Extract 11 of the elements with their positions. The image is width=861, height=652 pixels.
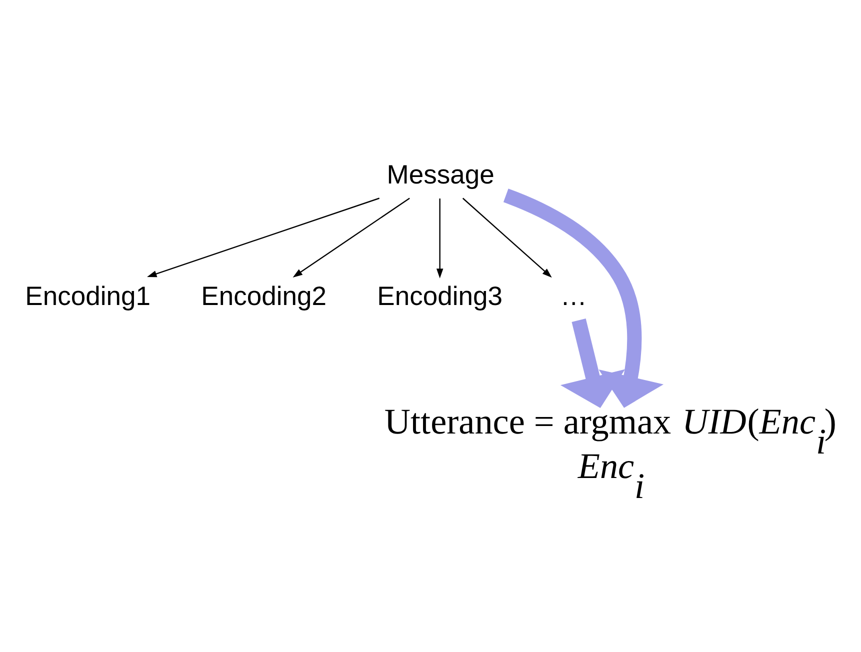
arrow <box>436 198 444 278</box>
arrow <box>560 318 626 408</box>
node-text: Encoding2 <box>201 281 326 312</box>
arrow <box>292 198 410 278</box>
node-text: … <box>560 281 587 312</box>
node-text: Message <box>386 159 494 190</box>
node-text: Encoding3 <box>377 281 502 312</box>
arrow <box>503 188 664 408</box>
arrow <box>462 198 552 278</box>
arrow <box>147 198 380 278</box>
node-text: Encoding1 <box>25 281 150 312</box>
